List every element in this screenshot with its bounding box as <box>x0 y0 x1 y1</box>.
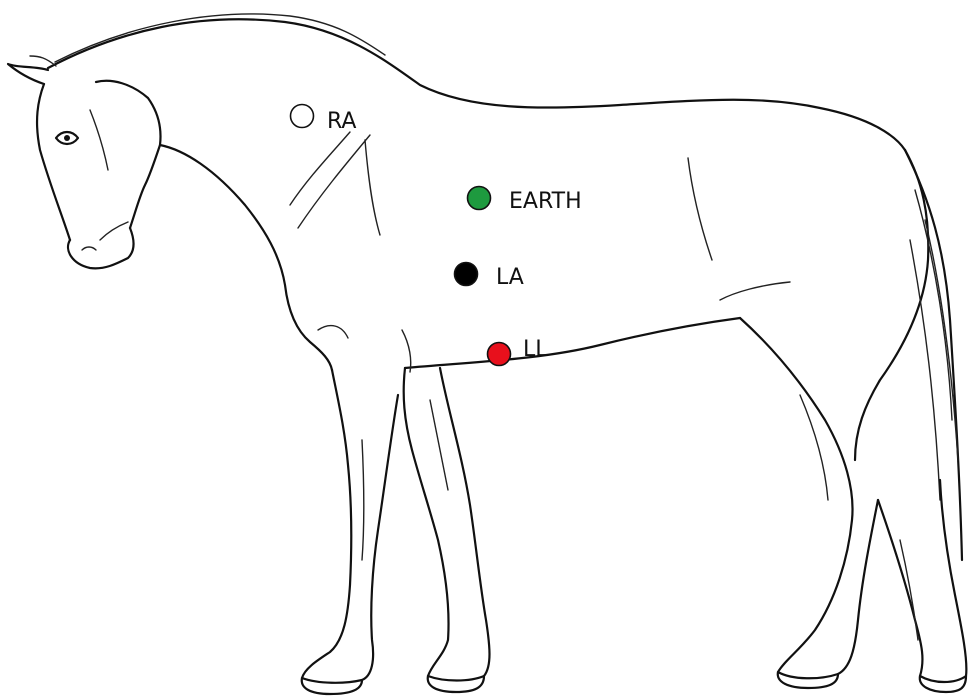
electrode-earth: EARTH <box>468 187 582 215</box>
electrode-la-label: LA <box>496 265 524 290</box>
electrode-ll-marker <box>488 343 511 366</box>
electrode-ra-marker <box>291 105 314 128</box>
electrode-earth-marker <box>468 187 491 210</box>
electrode-la-marker <box>455 263 478 286</box>
electrode-ll-label: LL <box>523 337 548 362</box>
electrode-earth-label: EARTH <box>509 189 582 214</box>
electrode-ll: LL <box>488 337 549 366</box>
electrode-ra-label: RA <box>327 109 356 134</box>
electrode-la: LA <box>455 263 524 291</box>
electrode-ra: RA <box>291 105 357 135</box>
